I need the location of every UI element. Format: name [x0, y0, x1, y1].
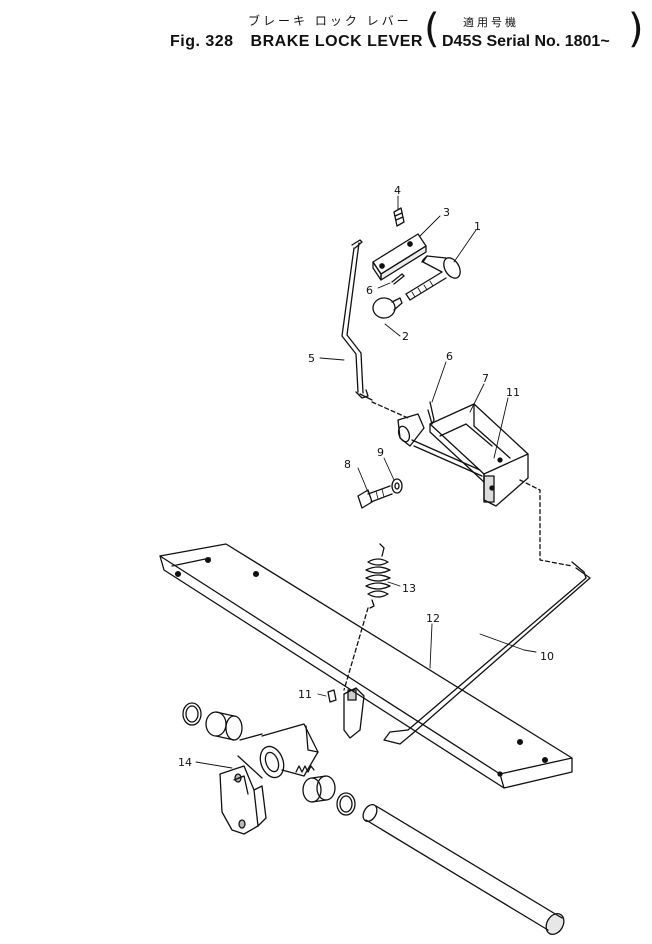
- left-parenthesis: (: [424, 6, 440, 52]
- part-10-rod: [383, 561, 591, 745]
- callout-9: 9: [377, 446, 384, 459]
- part-12-frame-bar: [159, 543, 573, 789]
- callout-6-upper: 6: [366, 284, 373, 297]
- part-8-bolt: [357, 485, 393, 509]
- leader-lines: [195, 195, 537, 769]
- part-13-spring: [365, 543, 391, 609]
- bushing-left-outer: [182, 702, 202, 726]
- part-3-block: [372, 233, 427, 281]
- callout-13: 13: [402, 582, 416, 595]
- callout-4: 4: [394, 184, 401, 197]
- callout-7: 7: [482, 372, 489, 385]
- callout-14: 14: [178, 756, 192, 769]
- bushing-right-outer: [336, 792, 356, 816]
- callout-11-upper: 11: [506, 386, 520, 399]
- lock-lever-arm: [397, 413, 483, 477]
- part-11-pin-lower: [327, 689, 337, 703]
- callout-8: 8: [344, 458, 351, 471]
- bushing-right-inner: [302, 775, 336, 803]
- callout-1: 1: [474, 220, 481, 233]
- part-9-washer: [391, 478, 403, 494]
- figure-caption: Fig. 328 BRAKE LOCK LEVER: [170, 33, 435, 51]
- part-7-bracket: [429, 403, 529, 507]
- callout-11-lower: 11: [298, 688, 312, 701]
- part-1-pin: [405, 255, 461, 301]
- part-2-knob: [372, 297, 403, 319]
- part-4-screw: [393, 207, 405, 227]
- figure-header: ブレーキ ロック レバー 適用号機 Fig. 328 BRAKE LOCK LE…: [0, 0, 652, 70]
- figure-title: BRAKE LOCK LEVER: [250, 33, 423, 50]
- serial-range: D45S Serial No. 1801~: [442, 33, 610, 50]
- callout-3: 3: [443, 206, 450, 219]
- japanese-applicable-label: 適用号機: [463, 16, 519, 29]
- shaft: [362, 803, 565, 935]
- part-14-lever-assembly: [219, 687, 365, 835]
- figure-number: Fig. 328: [170, 33, 234, 50]
- callout-2: 2: [402, 330, 409, 343]
- callout-5: 5: [308, 352, 315, 365]
- japanese-title: ブレーキ ロック レバー: [248, 14, 412, 28]
- part-6-cotter-pin-upper: [391, 273, 405, 285]
- right-parenthesis: ): [628, 6, 644, 52]
- callout-10: 10: [540, 650, 554, 663]
- part-6-cotter-pin-lower: [427, 401, 435, 425]
- callout-12: 12: [426, 612, 440, 625]
- callout-6-lower: 6: [446, 350, 453, 363]
- bushing-left-inner: [205, 711, 243, 741]
- part-5-rod: [341, 239, 373, 401]
